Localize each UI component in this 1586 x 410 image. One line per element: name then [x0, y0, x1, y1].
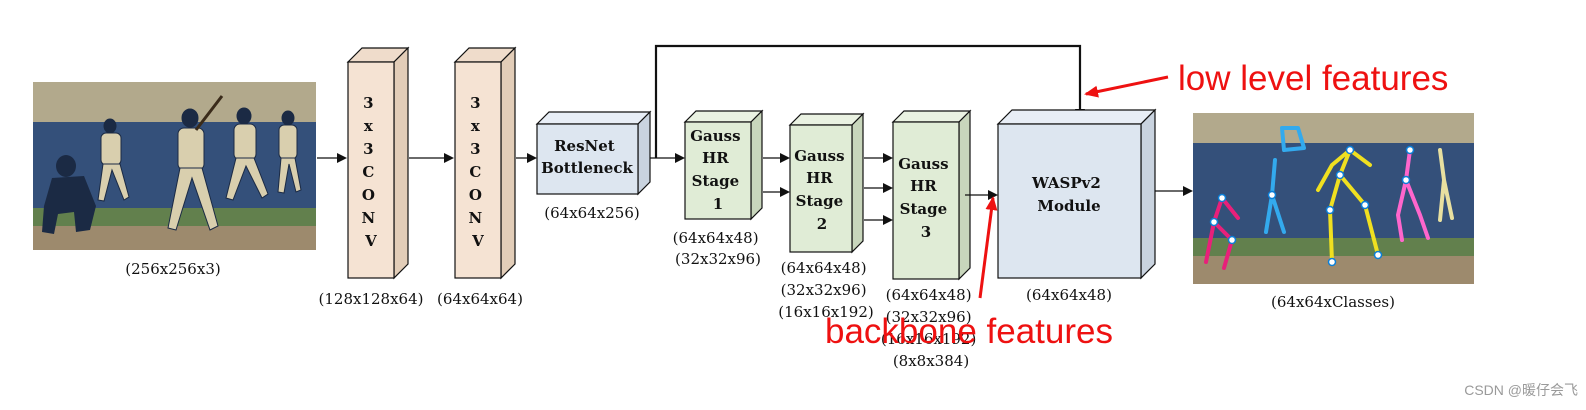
stage3-dims: (64x64x48) (32x32x96) (16x16x192) (8x8x3… [881, 286, 981, 370]
stage2-block: Gauss HR Stage 2 [788, 112, 865, 254]
backbone-features-arrow [978, 196, 998, 299]
conv1-label: 3 x 3 C O N V [362, 94, 381, 250]
skip-connection [654, 44, 1085, 158]
output-image [1193, 113, 1474, 284]
conv2-label: 3 x 3 C O N V [469, 94, 488, 250]
resnet-block: ResNet Bottleneck [535, 110, 652, 196]
resnet-label: ResNet Bottleneck [541, 137, 633, 177]
stage1-dims: (64x64x48) (32x32x96) [673, 229, 764, 268]
stage1-label: Gauss HR Stage 1 [690, 127, 746, 213]
conv2-block: 3 x 3 C O N V [453, 46, 517, 280]
resnet-dims: (64x64x256) [544, 204, 639, 222]
stage3-block: Gauss HR Stage 3 [891, 109, 972, 281]
watermark: CSDN @暖仔会飞 [1464, 382, 1578, 398]
stage2-dims: (64x64x48) (32x32x96) (16x16x192) [778, 259, 873, 321]
stage2-label: Gauss HR Stage 2 [794, 147, 850, 233]
conv1-dims: (128x128x64) [319, 290, 424, 308]
wasp-dims: (64x64x48) [1026, 286, 1112, 304]
output-image-label: (64x64xClasses) [1271, 293, 1395, 311]
stage3-label: Gauss HR Stage 3 [898, 155, 954, 241]
conv1-block: 3 x 3 C O N V [346, 46, 410, 280]
input-image-label: (256x256x3) [125, 260, 220, 278]
low-level-features-arrow [1084, 75, 1169, 98]
conv2-dims: (64x64x64) [437, 290, 523, 308]
wasp-label: WASPv2 Module [1031, 174, 1106, 215]
low-level-features-label: low level features [1178, 59, 1448, 98]
backbone-features-label: backbone features [825, 312, 1113, 351]
input-image [33, 82, 316, 250]
wasp-block: WASPv2 Module [996, 108, 1157, 280]
stage1-block: Gauss HR Stage 1 [683, 109, 764, 221]
